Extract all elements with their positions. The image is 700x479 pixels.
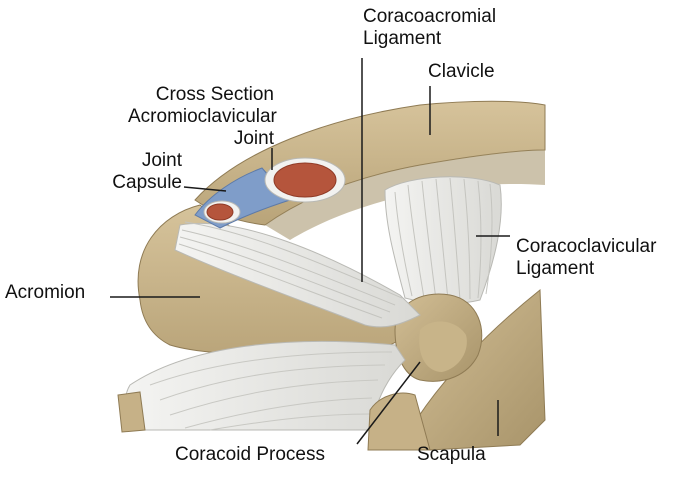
label-line: Acromioclavicular: [128, 106, 277, 127]
label-coracoid-process: Coracoid Process: [175, 444, 325, 465]
label-line: Joint: [233, 128, 274, 149]
label-line: Coracoclavicular: [516, 236, 657, 257]
lower-bone-right: [367, 392, 431, 451]
lower-bone-left: [117, 391, 146, 433]
leader-coracoid: [356, 361, 421, 445]
label-cross-section-ac-joint: Cross Section Acromioclavicular Joint: [128, 84, 277, 150]
lower-ligament-fan: [125, 340, 406, 431]
label-joint-capsule: Joint Capsule: [96, 150, 182, 194]
label-line: Joint: [141, 150, 182, 171]
leader-lines: [110, 58, 510, 445]
label-scapula: Scapula: [417, 444, 486, 465]
scapula-shape: [409, 288, 546, 451]
label-acromion: Acromion: [5, 282, 86, 303]
label-line: Ligament: [363, 28, 442, 49]
label-coracoclavicular-ligament: Coracoclavicular Ligament: [516, 236, 656, 280]
label-coracoacromial-ligament: Coracoacromial Ligament: [363, 6, 496, 50]
coracoacromial-ligament-shape: [174, 221, 421, 328]
coracoclavicular-ligament-shape: [384, 176, 502, 305]
label-line: Coracoacromial: [363, 6, 497, 27]
label-line: Capsule: [112, 172, 182, 193]
label-clavicle: Clavicle: [428, 61, 495, 82]
label-line: Ligament: [516, 258, 595, 279]
ac-joint-cross-section: [194, 157, 346, 229]
leader-joint-capsule: [183, 186, 227, 192]
label-line: Cross Section: [155, 84, 274, 105]
coracoid-shadow: [419, 321, 467, 372]
